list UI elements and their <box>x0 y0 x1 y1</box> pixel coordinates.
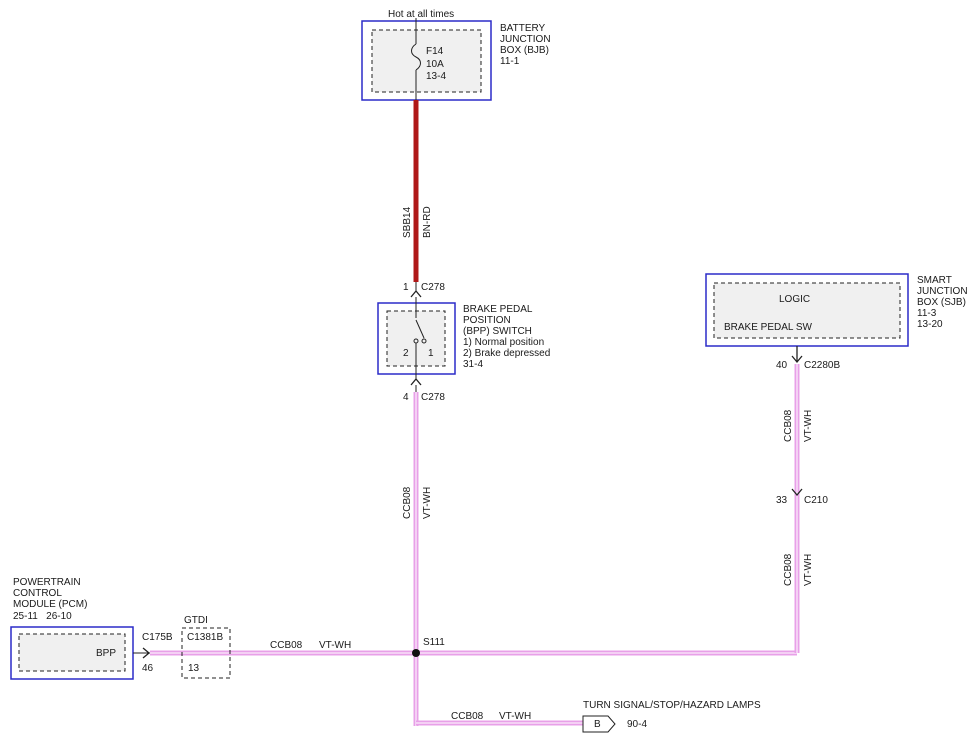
c278-bottom-connector-label: C278 <box>421 392 445 403</box>
wire-h-circuit: CCB08 <box>270 640 303 651</box>
sjb-brake-pedal-sw-label: BRAKE PEDAL SW <box>724 322 812 333</box>
c278-top-connector <box>410 289 422 298</box>
c278-bottom-connector <box>410 377 422 386</box>
splice-s111 <box>412 649 420 657</box>
wire-bottom-color: VT-WH <box>499 711 532 722</box>
gtdi-label: GTDI <box>184 615 208 626</box>
wire-top-color: BN-RD <box>422 206 433 238</box>
c278-top-pin: 1 <box>403 282 409 293</box>
bjb-name-line-4: 11-1 <box>500 56 520 67</box>
pcm-inner-box <box>18 633 126 672</box>
battery-junction-box <box>361 18 492 101</box>
sjb-name-line-4: 11-3 <box>917 308 937 319</box>
sjb-logic-label: LOGIC <box>779 294 811 305</box>
fuse-symbol <box>411 43 421 71</box>
pcm-name-line-1: POWERTRAIN <box>13 577 81 588</box>
wire-sjb-low-circuit: CCB08 <box>783 553 794 586</box>
c210-pin: 33 <box>776 495 788 506</box>
bpp-name-line-1: BRAKE PEDAL <box>463 304 533 315</box>
sjb-name-line-2: JUNCTION <box>917 286 968 297</box>
fuse-label-line-3: 13-4 <box>426 71 447 82</box>
hot-at-all-times-label: Hot at all times <box>388 9 455 20</box>
splice-s111-label: S111 <box>423 637 445 648</box>
sjb-name-line-3: BOX (SJB) <box>917 297 966 308</box>
bjb-inner-box <box>371 29 482 93</box>
c2280b-connector-label: C2280B <box>804 360 841 371</box>
gtdi-pin: 13 <box>188 663 200 674</box>
c2280b-arrow <box>791 355 803 364</box>
wire-h-color: VT-WH <box>319 640 352 651</box>
pcm-name-line-3: MODULE (PCM) <box>13 599 88 610</box>
turn-signal-tag: B <box>594 719 601 730</box>
bjb-name-line-1: BATTERY <box>500 23 546 34</box>
wire-sjb-color: VT-WH <box>803 410 814 442</box>
fuse-label-line-2: 10A <box>426 59 444 70</box>
c175b-arrow <box>142 647 151 659</box>
turn-signal-connector <box>582 715 616 733</box>
bpp-name-line-5: 2) Brake depressed <box>463 348 551 359</box>
pcm-bpp-label: BPP <box>96 648 117 659</box>
switch-contact-right <box>421 338 427 344</box>
wire-mid-circuit: CCB08 <box>402 486 413 519</box>
bpp-switch <box>377 297 456 380</box>
pcm-name-line-4: 25-11 26-10 <box>13 611 72 622</box>
bjb-name-line-3: BOX (BJB) <box>500 45 549 56</box>
c175b-connector-label: C175B <box>142 632 173 643</box>
c175b-pin: 46 <box>142 663 154 674</box>
bpp-pin-right: 1 <box>428 348 434 359</box>
wire-bottom-circuit: CCB08 <box>451 711 484 722</box>
c210-connector <box>791 488 803 497</box>
turn-signal-page: 90-4 <box>627 719 648 730</box>
c278-bottom-pin: 4 <box>403 392 409 403</box>
wire-sjb-low-color: VT-WH <box>803 554 814 586</box>
bpp-name-line-2: POSITION <box>463 315 511 326</box>
gtdi-connector-box <box>181 627 231 679</box>
bpp-pin-left: 2 <box>403 348 409 359</box>
c278-top-connector-label: C278 <box>421 282 445 293</box>
bpp-name-line-6: 31-4 <box>463 359 484 370</box>
bjb-name-line-2: JUNCTION <box>500 34 551 45</box>
switch-blade <box>415 319 425 339</box>
bpp-name-line-4: 1) Normal position <box>463 337 545 348</box>
wire-top-circuit: SBB14 <box>402 206 413 238</box>
sjb-name-line-1: SMART <box>917 275 952 286</box>
sjb-name-line-5: 13-20 <box>917 319 943 330</box>
wire-sjb-circuit: CCB08 <box>783 409 794 442</box>
smart-junction-box <box>705 273 909 364</box>
pcm-name-line-2: CONTROL <box>13 588 62 599</box>
gtdi-connector-label: C1381B <box>187 632 224 643</box>
c210-connector-label: C210 <box>804 495 828 506</box>
bpp-name-line-3: (BPP) SWITCH <box>463 326 532 337</box>
turn-signal-label: TURN SIGNAL/STOP/HAZARD LAMPS <box>583 700 761 711</box>
pcm-module <box>10 626 151 680</box>
sjb-inner-box <box>713 282 901 339</box>
fuse-label-line-1: F14 <box>426 46 444 57</box>
c2280b-pin: 40 <box>776 360 788 371</box>
wire-mid-color: VT-WH <box>422 487 433 519</box>
